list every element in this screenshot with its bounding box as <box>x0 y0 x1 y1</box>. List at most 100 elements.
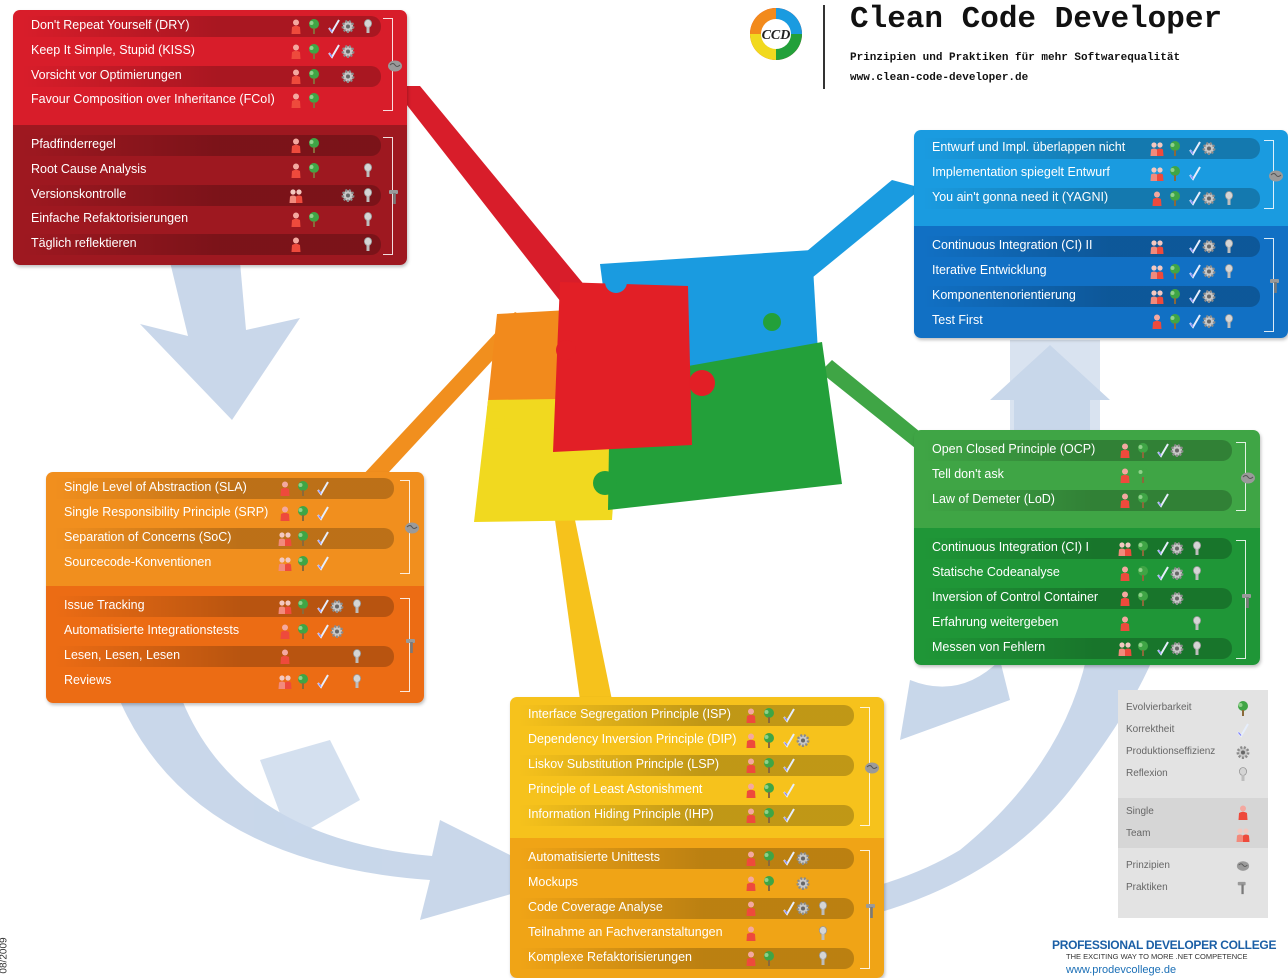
single-icon <box>744 783 758 798</box>
yellow-practices-item: Mockups <box>518 873 854 894</box>
hammer-icon <box>1236 881 1250 896</box>
evolvability-icon <box>1168 314 1182 329</box>
green-principles-section: Open Closed Principle (OCP)Tell don't as… <box>914 430 1260 528</box>
blue-practices-item: Komponentenorientierung <box>922 286 1260 307</box>
correctness-icon <box>316 506 330 521</box>
correctness-icon <box>1156 641 1170 656</box>
panel-yellow: Interface Segregation Principle (ISP) Dep… <box>510 697 884 978</box>
legend-label: Prinzipien <box>1126 860 1170 871</box>
evolvability-icon <box>1136 541 1150 556</box>
green-principles-item: Tell don't ask <box>922 465 1232 486</box>
single-icon <box>744 876 758 891</box>
reflection-icon <box>1190 641 1204 656</box>
team-icon <box>278 556 292 571</box>
single-icon <box>1150 191 1164 206</box>
green-practices-item: Inversion of Control Container <box>922 588 1232 609</box>
beam-orange <box>360 312 530 486</box>
item-label: Vorsicht vor Optimierungen <box>31 67 182 82</box>
evolvability-icon <box>296 599 310 614</box>
single-icon <box>744 708 758 723</box>
team-icon <box>1150 166 1164 181</box>
page-url[interactable]: www.clean-code-developer.de <box>850 72 1029 84</box>
green-practices-item: Statische Codeanalyse <box>922 563 1232 584</box>
team-icon <box>278 599 292 614</box>
single-icon <box>278 481 292 496</box>
item-label: Automatisierte Unittests <box>528 850 660 864</box>
yellow-principles-item: Interface Segregation Principle (ISP) <box>518 705 854 726</box>
correctness-icon <box>1188 264 1202 279</box>
production-icon <box>330 599 344 614</box>
beam-yellow <box>555 520 612 700</box>
item-label: Iterative Entwicklung <box>932 263 1047 277</box>
evolvability-icon <box>1136 443 1150 458</box>
evolvability-icon <box>307 68 321 84</box>
production-icon <box>330 624 344 639</box>
item-label: Favour Composition over Inheritance (FCo… <box>31 92 275 107</box>
single-icon <box>1118 591 1132 606</box>
single-icon <box>289 69 303 84</box>
production-icon <box>1202 289 1216 304</box>
item-label: Information Hiding Principle (IHP) <box>528 807 714 821</box>
evolvability-icon <box>762 758 776 773</box>
item-label: Pfadfinderregel <box>31 137 116 151</box>
correctness-icon <box>782 783 796 798</box>
green-practices-item: Continuous Integration (CI) I <box>922 538 1232 559</box>
single-icon <box>278 649 292 664</box>
blue-practices-bracket <box>1264 238 1274 332</box>
green-principles-item: Law of Demeter (LoD) <box>922 490 1232 511</box>
production-icon <box>796 851 810 866</box>
item-label: Implementation spiegelt Entwurf <box>932 165 1110 179</box>
team-icon <box>278 531 292 546</box>
orange-principles-item: Single Responsibility Principle (SRP) <box>54 503 394 524</box>
orange-practices-item: Reviews <box>54 671 394 692</box>
correctness-icon <box>1188 141 1202 156</box>
single-icon <box>278 624 292 639</box>
correctness-icon <box>327 44 341 59</box>
blue-principles-item: Implementation spiegelt Entwurf <box>922 163 1260 184</box>
blue-practices-item: Test First <box>922 311 1260 332</box>
production-icon <box>1170 443 1184 458</box>
correctness-icon <box>1188 239 1202 254</box>
team-icon <box>1150 239 1164 254</box>
brain-icon <box>1240 470 1256 486</box>
correctness-icon <box>782 758 796 773</box>
college-name: PROFESSIONAL DEVELOPER COLLEGE <box>1052 938 1277 952</box>
team-icon <box>1150 289 1164 304</box>
college-url[interactable]: www.prodevcollege.de <box>1066 964 1177 976</box>
red-practices-item: Root Cause Analysis <box>21 160 381 181</box>
item-label: Continuous Integration (CI) I <box>932 540 1090 554</box>
evolvability-icon <box>1136 468 1150 483</box>
evolvability-icon <box>762 733 776 748</box>
correctness-icon <box>782 901 796 916</box>
item-label: Principle of Least Astonishment <box>528 782 703 796</box>
item-label: Keep It Simple, Stupid (KISS) <box>31 42 195 57</box>
red-principles-section: Don't Repeat Yourself (DRY) Keep It Simpl… <box>13 10 407 125</box>
correctness-icon <box>316 599 330 614</box>
production-icon <box>1170 591 1184 606</box>
item-label: Täglich reflektieren <box>31 236 137 251</box>
production-icon <box>341 188 355 203</box>
item-label: Mockups <box>528 875 579 889</box>
production-icon <box>1202 191 1216 206</box>
evolvability-icon <box>307 212 321 228</box>
item-label: Single Responsibility Principle (SRP) <box>64 505 269 519</box>
team-icon <box>289 188 303 203</box>
reflection-icon <box>1222 314 1236 329</box>
item-label: Dependency Inversion Principle (DIP) <box>528 732 737 746</box>
item-label: Entwurf und Impl. überlappen nicht <box>932 140 1126 154</box>
evolvability-icon <box>1168 289 1182 304</box>
correctness-icon <box>1156 541 1170 556</box>
item-label: Don't Repeat Yourself (DRY) <box>31 18 190 32</box>
item-label: Messen von Fehlern <box>932 640 1046 654</box>
correctness-icon <box>1188 191 1202 206</box>
legend-label: Praktiken <box>1126 882 1168 893</box>
item-label: Root Cause Analysis <box>31 161 147 176</box>
item-label: You ain't gonna need it (YAGNI) <box>932 190 1109 204</box>
green-practices-item: Messen von Fehlern <box>922 638 1232 659</box>
single-icon <box>1118 616 1132 631</box>
